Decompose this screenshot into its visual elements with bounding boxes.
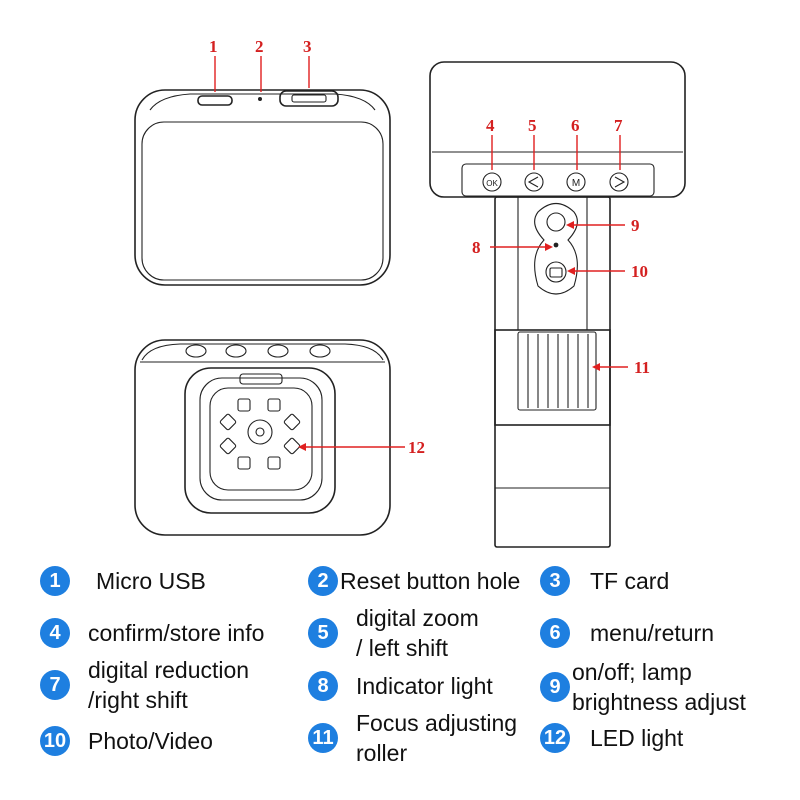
legend-badge: 6 bbox=[540, 618, 570, 648]
legend-label: confirm/store info bbox=[88, 620, 265, 646]
ok-button bbox=[482, 172, 502, 192]
legend-badge: 7 bbox=[40, 670, 70, 700]
side-view-device: OK M bbox=[429, 61, 686, 548]
legend-label: Indicator light bbox=[356, 673, 493, 699]
legend-label: Focus adjusting roller bbox=[356, 710, 518, 766]
legend-label: on/off; lamp brightness adjust bbox=[572, 659, 746, 715]
legend-item-12: 12 LED light bbox=[540, 723, 683, 753]
menu-button bbox=[566, 172, 586, 192]
legend: 1 Micro USB 2 Reset button hole 3 TF car… bbox=[0, 560, 800, 800]
legend-badge: 8 bbox=[308, 671, 338, 701]
device-diagram: 1 2 3 12 bbox=[134, 37, 686, 548]
led-light bbox=[237, 398, 251, 412]
led-light bbox=[267, 456, 281, 470]
led-light bbox=[237, 456, 251, 470]
legend-label: Reset button hole bbox=[340, 568, 521, 594]
callout-9: 9 bbox=[631, 216, 640, 235]
svg-text:M: M bbox=[572, 178, 580, 189]
callout-6: 6 bbox=[571, 116, 580, 135]
legend-item-6: 6 menu/return bbox=[540, 618, 714, 648]
top-view-device bbox=[134, 89, 391, 286]
legend-badge: 12 bbox=[540, 723, 570, 753]
svg-text:OK: OK bbox=[486, 179, 498, 188]
led-light bbox=[283, 413, 301, 431]
legend-badge: 3 bbox=[540, 566, 570, 596]
callout-10: 10 bbox=[631, 262, 648, 281]
legend-item-2: 2 Reset button hole bbox=[308, 566, 520, 596]
reset-hole bbox=[258, 97, 262, 101]
legend-item-11: 11 Focus adjusting roller bbox=[308, 708, 517, 768]
callout-4: 4 bbox=[486, 116, 495, 135]
legend-item-9: 9 on/off; lamp brightness adjust bbox=[540, 657, 746, 717]
led-light bbox=[219, 413, 237, 431]
led-light bbox=[283, 437, 301, 455]
callout-12: 12 bbox=[408, 438, 425, 457]
legend-label: LED light bbox=[590, 725, 684, 751]
callout-2: 2 bbox=[255, 37, 264, 56]
power-button bbox=[546, 212, 566, 232]
legend-label: Micro USB bbox=[96, 568, 206, 594]
callout-11: 11 bbox=[634, 358, 650, 377]
lens bbox=[247, 419, 273, 445]
legend-item-4: 4 confirm/store info bbox=[40, 618, 264, 648]
callout-1: 1 bbox=[209, 37, 218, 56]
focus-roller bbox=[517, 331, 597, 411]
indicator-light bbox=[553, 242, 559, 248]
led-light bbox=[219, 437, 237, 455]
lens-assembly bbox=[219, 398, 301, 470]
callout-8: 8 bbox=[472, 238, 481, 257]
tf-card-slot bbox=[279, 90, 339, 107]
photo-button bbox=[545, 261, 567, 283]
legend-label: Photo/Video bbox=[88, 728, 213, 754]
led-light bbox=[267, 398, 281, 412]
legend-badge: 2 bbox=[308, 566, 338, 596]
callout-5: 5 bbox=[528, 116, 537, 135]
legend-label: digital zoom / left shift bbox=[356, 605, 479, 661]
legend-item-8: 8 Indicator light bbox=[308, 671, 493, 701]
legend-badge: 4 bbox=[40, 618, 70, 648]
legend-badge: 9 bbox=[540, 672, 570, 702]
legend-label: TF card bbox=[590, 568, 670, 594]
legend-label: digital reduction /right shift bbox=[88, 657, 250, 713]
legend-item-5: 5 digital zoom / left shift bbox=[308, 603, 479, 663]
front-buttons-row bbox=[185, 344, 331, 358]
callout-7: 7 bbox=[614, 116, 623, 135]
legend-item-1: 1 Micro USB bbox=[40, 566, 206, 596]
legend-item-10: 10 Photo/Video bbox=[40, 726, 213, 756]
right-button bbox=[609, 172, 629, 192]
left-button bbox=[524, 172, 544, 192]
legend-item-7: 7 digital reduction /right shift bbox=[40, 655, 249, 715]
legend-badge: 5 bbox=[308, 618, 338, 648]
callout-3: 3 bbox=[303, 37, 312, 56]
roller-ribs bbox=[527, 334, 589, 408]
legend-badge: 1 bbox=[40, 566, 70, 596]
micro-usb-port bbox=[197, 95, 233, 106]
side-buttons-row: OK M bbox=[482, 172, 629, 192]
button-pad bbox=[534, 202, 578, 295]
front-view-device bbox=[134, 339, 391, 536]
legend-badge: 11 bbox=[308, 723, 338, 753]
legend-item-3: 3 TF card bbox=[540, 566, 669, 596]
legend-label: menu/return bbox=[590, 620, 715, 646]
legend-badge: 10 bbox=[40, 726, 70, 756]
